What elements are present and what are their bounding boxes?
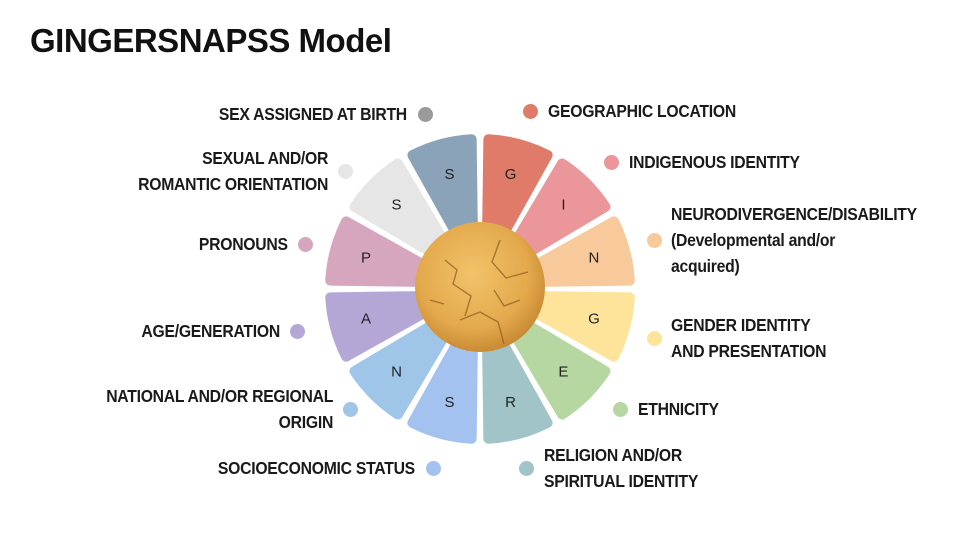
label-national-origin: NATIONAL AND/OR REGIONAL ORIGIN (106, 383, 333, 435)
legend-dot-socioeconomic (426, 461, 441, 476)
segment-letter: P (361, 249, 371, 266)
label-line: ORIGIN (278, 412, 334, 432)
segment-letter: N (391, 363, 402, 380)
segment-letter: R (505, 394, 516, 411)
label-line: (Developmental and/or (671, 230, 836, 250)
segment-letter: S (444, 166, 454, 183)
legend-dot-ethnicity (613, 402, 628, 417)
label-line: NATIONAL AND/OR REGIONAL (106, 386, 333, 406)
label-neurodivergence: NEURODIVERGENCE/DISABILITY (Developmenta… (671, 201, 917, 279)
label-line: NEURODIVERGENCE/DISABILITY (671, 204, 917, 224)
label-line: RELIGION AND/OR (544, 445, 682, 465)
cookie-image (415, 222, 545, 352)
label-line: GENDER IDENTITY (671, 315, 811, 335)
label-geographic-location: GEOGRAPHIC LOCATION (548, 101, 736, 121)
legend-dot-indigenous (604, 155, 619, 170)
segment-letter: G (505, 166, 517, 183)
segment-letter: I (561, 197, 565, 214)
label-line: AND PRESENTATION (671, 341, 827, 361)
legend-dot-age (290, 324, 305, 339)
label-pronouns: PRONOUNS (199, 234, 288, 254)
label-sexual-orientation: SEXUAL AND/OR ROMANTIC ORIENTATION (138, 145, 328, 197)
label-line: SPIRITUAL IDENTITY (544, 471, 699, 491)
segment-letter: N (589, 249, 600, 266)
segment-letter: E (558, 363, 568, 380)
label-socioeconomic-status: SOCIOECONOMIC STATUS (217, 458, 415, 478)
label-age-generation: AGE/GENERATION (141, 321, 280, 341)
legend-dot-geographic (523, 104, 538, 119)
label-indigenous-identity: INDIGENOUS IDENTITY (629, 152, 800, 172)
segment-letter: S (444, 394, 454, 411)
legend-dot-pronouns (298, 237, 313, 252)
legend-dot-neurodivergence (647, 233, 662, 248)
legend-dot-sex-assigned (418, 107, 433, 122)
label-line: ROMANTIC ORIENTATION (137, 174, 328, 194)
segment-letter: S (392, 197, 402, 214)
label-sex-assigned-at-birth: SEX ASSIGNED AT BIRTH (218, 104, 407, 124)
label-gender-identity: GENDER IDENTITY AND PRESENTATION (671, 312, 827, 364)
segment-letter: G (588, 311, 600, 328)
label-line: acquired) (671, 256, 740, 276)
label-ethnicity: ETHNICITY (638, 399, 719, 419)
legend-dot-gender (647, 331, 662, 346)
legend-dot-national (343, 402, 358, 417)
label-line: SEXUAL AND/OR (201, 148, 328, 168)
legend-dot-sexual-orientation (338, 164, 353, 179)
legend-dot-religion (519, 461, 534, 476)
page-title: GINGERSNAPSS Model (30, 22, 392, 59)
label-religion: RELIGION AND/OR SPIRITUAL IDENTITY (544, 442, 698, 494)
segment-letter: A (361, 311, 371, 328)
